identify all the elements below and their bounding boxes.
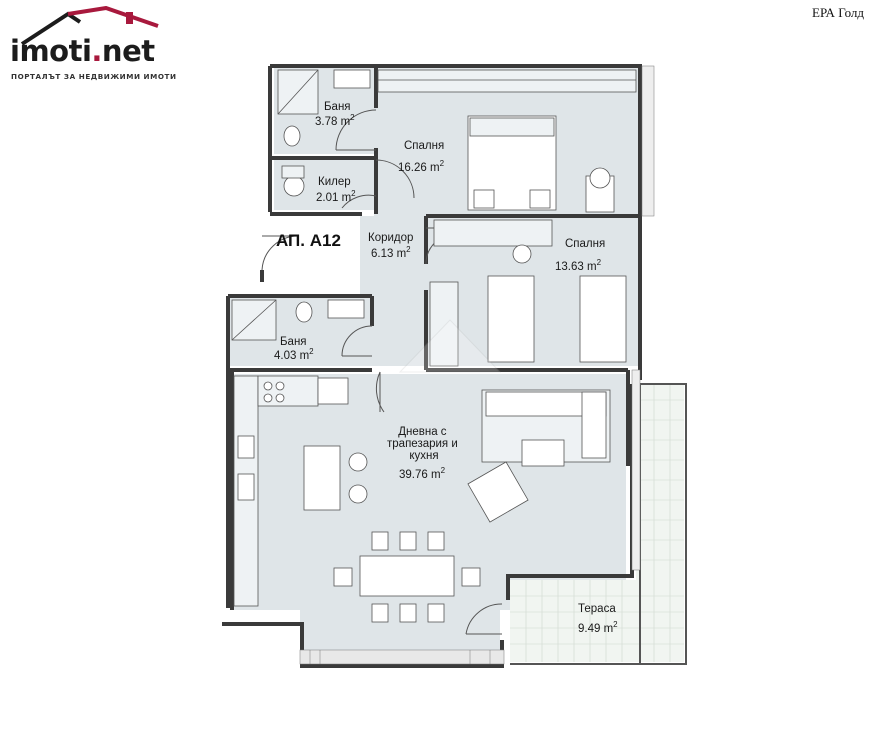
svg-text:6.13 m2: 6.13 m2 bbox=[371, 245, 411, 260]
agency-name: ЕРА Голд bbox=[812, 5, 864, 20]
imoti-logo[interactable]: imoti.net ПОРТАЛЪТ ЗА НЕДВИЖИМИ ИМОТИ bbox=[8, 6, 178, 86]
room-name: Дневна с трапезария и кухня bbox=[387, 426, 461, 462]
room-name: Спалня bbox=[565, 238, 605, 250]
svg-text:3.78 m2: 3.78 m2 bbox=[315, 113, 355, 128]
svg-text:9.49 m2: 9.49 m2 bbox=[578, 620, 618, 635]
room-name: Тераса bbox=[578, 603, 616, 615]
room-area: 3.78 m bbox=[315, 116, 350, 128]
room-area: 2.01 m bbox=[316, 192, 351, 204]
room-name: Коридор bbox=[368, 232, 413, 244]
logo-tagline: ПОРТАЛЪТ ЗА НЕДВИЖИМИ ИМОТИ bbox=[11, 72, 177, 81]
room-area: 6.13 m bbox=[371, 248, 406, 260]
wall-hatch bbox=[299, 65, 655, 665]
svg-text:16.26 m2: 16.26 m2 bbox=[398, 159, 445, 174]
room-name: Баня bbox=[324, 101, 351, 113]
furniture bbox=[231, 69, 637, 623]
room-name: Спалня bbox=[404, 140, 444, 152]
room-name: Баня bbox=[280, 336, 307, 348]
room-area: 16.26 m bbox=[398, 162, 440, 174]
room-area: 39.76 m bbox=[399, 469, 441, 481]
svg-text:13.63 m2: 13.63 m2 bbox=[555, 258, 602, 273]
terrace-floor bbox=[510, 383, 687, 665]
era-watermark bbox=[398, 319, 502, 373]
room-area: 13.63 m bbox=[555, 261, 597, 273]
room-area: 4.03 m bbox=[274, 350, 309, 362]
apartment-label: АП. А12 bbox=[276, 231, 341, 250]
house-roof-icon bbox=[20, 6, 159, 46]
room-area: 9.49 m bbox=[578, 623, 613, 635]
svg-text:39.76 m2: 39.76 m2 bbox=[399, 466, 446, 481]
svg-text:2.01 m2: 2.01 m2 bbox=[316, 189, 356, 204]
room-name: Килер bbox=[318, 176, 351, 188]
room-labels: Баня 3.78 m2 Спалня 16.26 m2 Килер 2.01 … bbox=[274, 101, 618, 635]
logo-wordmark: imoti.net bbox=[10, 34, 155, 68]
svg-text:4.03 m2: 4.03 m2 bbox=[274, 347, 314, 362]
